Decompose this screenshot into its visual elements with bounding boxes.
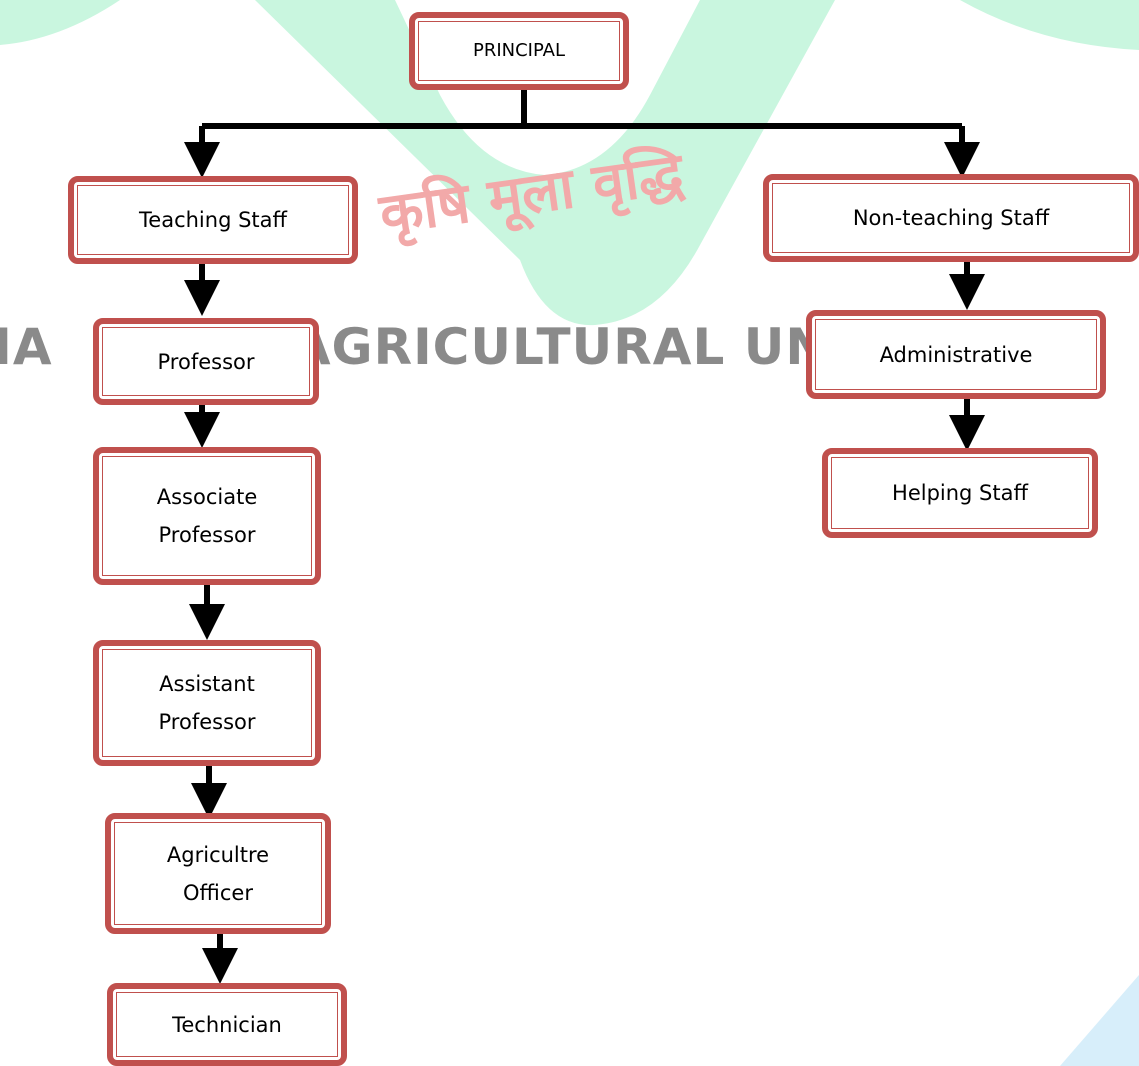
node-assistant-professor-label: Assistant Professor — [102, 649, 312, 757]
node-associate-professor: Associate Professor — [93, 447, 321, 585]
node-assistant-professor: Assistant Professor — [93, 640, 321, 766]
node-administrative-label: Administrative — [815, 319, 1097, 390]
connectors — [184, 86, 985, 984]
node-non-teaching-staff-label: Non-teaching Staff — [772, 183, 1130, 253]
node-technician: Technician — [107, 983, 347, 1066]
node-agriculture-officer: Agricultre Officer — [105, 813, 331, 934]
node-helping-staff-label: Helping Staff — [831, 457, 1089, 529]
node-principal-label: PRINCIPAL — [418, 21, 620, 81]
node-technician-label: Technician — [116, 992, 338, 1057]
node-teaching-staff-label: Teaching Staff — [77, 185, 349, 255]
node-teaching-staff: Teaching Staff — [68, 176, 358, 264]
watermark-blue-shape — [1060, 975, 1139, 1066]
watermark-green-right-band — [960, 0, 1139, 50]
node-associate-professor-label: Associate Professor — [102, 456, 312, 576]
node-principal: PRINCIPAL — [409, 12, 629, 90]
node-helping-staff: Helping Staff — [822, 448, 1098, 538]
node-agriculture-officer-label: Agricultre Officer — [114, 822, 322, 925]
node-professor: Professor — [93, 318, 319, 405]
node-professor-label: Professor — [102, 327, 310, 396]
node-non-teaching-staff: Non-teaching Staff — [763, 174, 1139, 262]
node-administrative: Administrative — [806, 310, 1106, 399]
watermark-green-v — [255, 0, 835, 326]
watermark-green-left-band — [0, 0, 120, 45]
